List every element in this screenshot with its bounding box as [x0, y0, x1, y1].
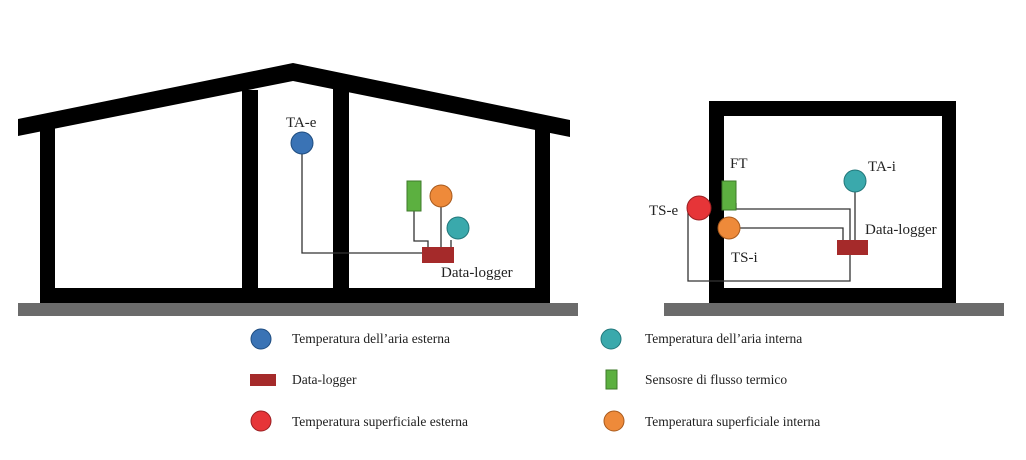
label-ts-e: TS-e — [649, 203, 679, 219]
label-datalogger-right: Data-logger — [865, 222, 937, 238]
label-ft: FT — [730, 156, 748, 172]
legend-air-internal-icon — [600, 328, 622, 350]
label-ts-i: TS-i — [731, 250, 758, 266]
sensor-ts-i-left — [429, 184, 453, 208]
wire-flux-left — [413, 211, 429, 248]
wire-ta-e — [301, 154, 422, 254]
sensor-ft — [721, 180, 737, 211]
legend-surface-internal-label: Temperatura superficiale interna — [645, 414, 820, 429]
right-ground — [664, 303, 1004, 316]
left-building: TA-e Data-logger — [18, 63, 578, 316]
sensor-ts-i — [717, 216, 741, 240]
legend-flux-sensor-icon — [605, 369, 618, 390]
legend-datalogger-icon — [250, 374, 276, 386]
legend-datalogger-label: Data-logger — [292, 372, 357, 387]
legend-surface-external-label: Temperatura superficiale esterna — [292, 414, 468, 429]
left-wall-partition-1 — [242, 90, 258, 304]
right-wall-right — [942, 101, 956, 304]
right-floor — [709, 288, 956, 304]
datalogger-left — [422, 247, 454, 263]
legend-air-external-label: Temperatura dell’aria esterna — [292, 331, 450, 346]
left-roof — [18, 63, 570, 137]
label-datalogger-left: Data-logger — [441, 265, 513, 281]
label-ta-e: TA-e — [286, 115, 317, 131]
legend-surface-internal-icon — [603, 410, 625, 432]
sensor-ta-e — [290, 131, 314, 155]
legend-flux-sensor-label: Sensosre di flusso termico — [645, 372, 787, 387]
right-building: FT TS-e TS-i TA-i Data-logger — [649, 101, 1004, 316]
legend-air-external-icon — [250, 328, 272, 350]
sensor-ta-i-left — [446, 216, 470, 240]
left-wall-outer-left — [40, 118, 55, 304]
left-ground — [18, 303, 578, 316]
left-floor — [40, 288, 550, 304]
sensor-flux-left — [406, 180, 422, 212]
wire-ts-i — [740, 227, 844, 240]
wire-ts-e — [687, 211, 851, 282]
legend-surface-external-icon — [250, 410, 272, 432]
legend-air-internal-label: Temperatura dell’aria interna — [645, 331, 802, 346]
legend: Temperatura dell’aria esterna Temperatur… — [250, 328, 820, 432]
left-wall-partition-2 — [333, 82, 349, 304]
wire-ft — [735, 203, 851, 240]
datalogger-right — [837, 240, 868, 255]
label-ta-i: TA-i — [868, 159, 896, 175]
right-wall-top — [709, 101, 956, 116]
sensor-ta-i — [843, 169, 867, 193]
right-wall-left — [709, 101, 724, 304]
sensor-ts-e — [686, 195, 712, 221]
left-wall-outer-right — [535, 125, 550, 304]
